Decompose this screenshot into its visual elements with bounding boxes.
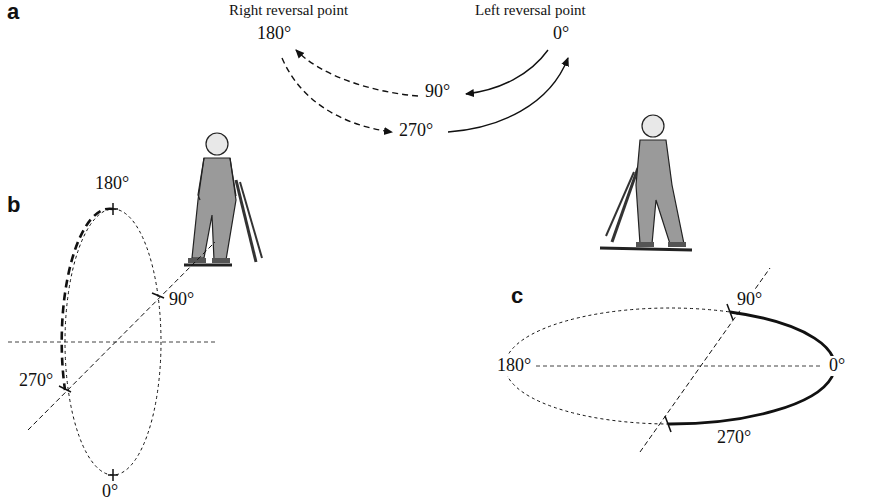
angle-label: 0° <box>101 482 119 502</box>
point-label: Right reversal point <box>228 2 349 19</box>
angle-label: 90° <box>424 82 451 102</box>
angle-label: 0° <box>552 24 570 44</box>
panel-letter: b <box>6 193 21 217</box>
angle-label: 180° <box>94 174 130 194</box>
point-label: Left reversal point <box>474 2 587 19</box>
skier-figure <box>600 115 692 250</box>
ellipse-b <box>8 203 218 481</box>
angle-label: 90° <box>168 290 195 310</box>
cycle-arrows <box>282 50 568 132</box>
angle-label: 270° <box>716 428 752 448</box>
angle-label: 270° <box>18 371 54 391</box>
angle-label: 90° <box>736 290 763 310</box>
angle-label: 180° <box>496 356 532 376</box>
panel-letter: c <box>510 284 524 308</box>
skier-figure <box>184 133 262 265</box>
angle-label: 180° <box>256 24 292 44</box>
panel-letter: a <box>6 0 20 24</box>
ellipse-c <box>505 268 835 452</box>
angle-label: 0° <box>828 356 846 376</box>
angle-label: 270° <box>398 121 434 141</box>
